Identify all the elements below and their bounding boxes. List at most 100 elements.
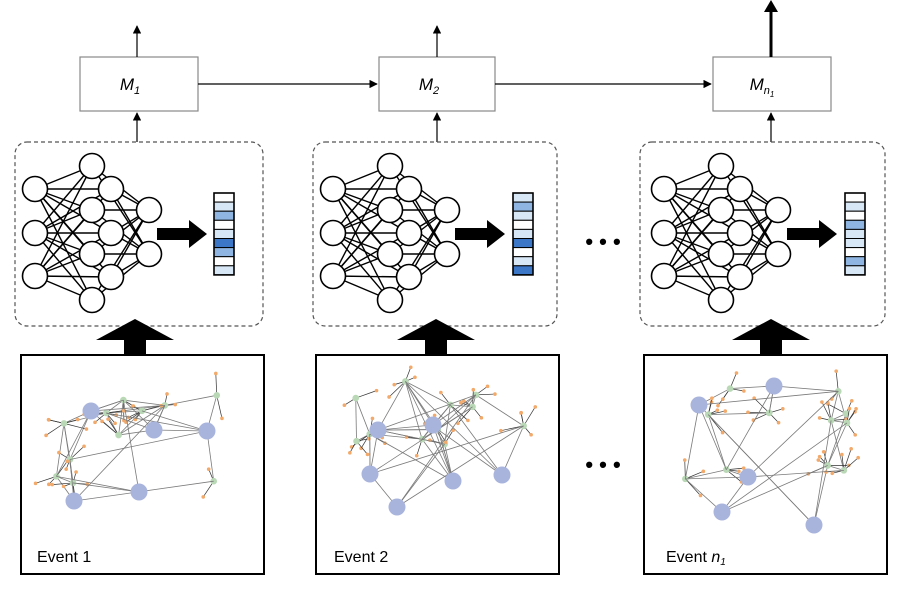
nn-neuron xyxy=(376,286,404,314)
graph-node xyxy=(115,431,122,439)
nn-neuron xyxy=(395,263,423,291)
neural-network-2 xyxy=(319,152,461,314)
graph-hub-node xyxy=(765,377,783,395)
event-label-2: Event 2 xyxy=(334,549,388,566)
nn-neuron xyxy=(707,152,735,180)
nn-neuron xyxy=(78,240,106,268)
vector-cell xyxy=(512,238,534,249)
graph-hub-node xyxy=(82,402,100,420)
embed-arrow-2 xyxy=(455,220,505,248)
memory-box-1: M1 xyxy=(79,56,199,112)
event-graph-3 xyxy=(682,369,860,534)
nn-neuron xyxy=(376,196,404,224)
vector-cell xyxy=(512,265,534,276)
nn-neuron xyxy=(726,219,754,247)
memory-box-1-label: M1 xyxy=(120,75,140,97)
vector-cell xyxy=(213,210,235,221)
vector-cell xyxy=(844,210,866,221)
vector-cell xyxy=(213,228,235,239)
event-up-arrow-1 xyxy=(96,319,174,356)
embed-arrow-1 xyxy=(157,220,207,248)
nn-neuron xyxy=(319,219,347,247)
nn-neuron xyxy=(395,175,423,203)
graph-hub-node xyxy=(493,466,511,484)
embed-arrow-n xyxy=(787,220,837,248)
graph-hub-node xyxy=(444,472,462,490)
event-box-2 xyxy=(315,354,560,575)
nn-neuron xyxy=(319,262,347,290)
graph-hub-node xyxy=(388,498,406,516)
nn-neuron xyxy=(726,175,754,203)
vector-cell xyxy=(844,219,866,230)
nn-neuron xyxy=(650,219,678,247)
event-graph-2 xyxy=(342,365,538,516)
event-label-n: Event n1 xyxy=(666,549,726,568)
nn-neuron xyxy=(97,175,125,203)
vector-cell xyxy=(213,265,235,276)
neural-network-1 xyxy=(21,152,163,314)
nn-neuron xyxy=(395,219,423,247)
nn-neuron xyxy=(764,196,792,224)
nn-neuron xyxy=(319,175,347,203)
nn-neuron xyxy=(78,286,106,314)
memory-box-n: Mn1 xyxy=(712,56,832,112)
graph-hub-node xyxy=(424,416,442,434)
nn-neuron xyxy=(707,196,735,224)
nn-neuron xyxy=(135,240,163,268)
graph-node xyxy=(60,420,68,427)
memory-box-2: M2 xyxy=(378,56,496,112)
vector-cell xyxy=(512,219,534,230)
nn-neuron xyxy=(97,263,125,291)
nn-neuron xyxy=(726,263,754,291)
nn-neuron xyxy=(707,286,735,314)
nn-neuron xyxy=(97,219,125,247)
event-box-n xyxy=(643,354,888,575)
nn-neuron xyxy=(650,175,678,203)
vector-cell xyxy=(512,228,534,239)
vector-cell xyxy=(844,201,866,212)
graph-node xyxy=(213,392,221,399)
graph-node xyxy=(352,394,360,402)
event-up-arrow-2 xyxy=(397,319,475,356)
graph-hub-node xyxy=(713,503,731,521)
nn-neuron xyxy=(78,196,106,224)
graph-node xyxy=(726,385,734,392)
graph-hub-node xyxy=(739,468,757,486)
graph-node xyxy=(353,437,360,445)
vector-cell xyxy=(512,192,534,203)
output-arrow-n-head xyxy=(764,0,778,12)
vector-cell xyxy=(844,238,866,249)
graph-hub-node xyxy=(65,492,83,510)
vector-cell xyxy=(213,247,235,258)
event-label-1: Event 1 xyxy=(37,549,91,566)
nn-neuron xyxy=(21,175,49,203)
vector-cell xyxy=(512,201,534,212)
event-graph-1 xyxy=(33,371,224,510)
nn-neuron xyxy=(707,240,735,268)
embedding-vector-3 xyxy=(844,192,866,276)
nn-neuron xyxy=(21,262,49,290)
vector-cell xyxy=(512,210,534,221)
ellipsis-events: • • • xyxy=(585,452,620,477)
embedding-vector-1 xyxy=(213,192,235,276)
vector-cell xyxy=(844,265,866,276)
graph-hub-node xyxy=(369,421,387,439)
vector-cell xyxy=(213,238,235,249)
nn-neuron xyxy=(764,240,792,268)
nn-neuron xyxy=(433,196,461,224)
nn-neuron xyxy=(433,240,461,268)
event-box-1 xyxy=(20,354,265,575)
graph-hub-node xyxy=(805,516,823,534)
vector-cell xyxy=(512,247,534,258)
nn-neuron xyxy=(650,262,678,290)
graph-hub-node xyxy=(145,421,163,439)
graph-hub-node xyxy=(690,396,708,414)
graph-node xyxy=(842,410,850,417)
vector-cell xyxy=(844,247,866,258)
nn-neuron xyxy=(376,240,404,268)
graph-node xyxy=(469,403,476,411)
vector-cell xyxy=(844,256,866,267)
nn-neuron xyxy=(376,152,404,180)
vector-cell xyxy=(844,228,866,239)
